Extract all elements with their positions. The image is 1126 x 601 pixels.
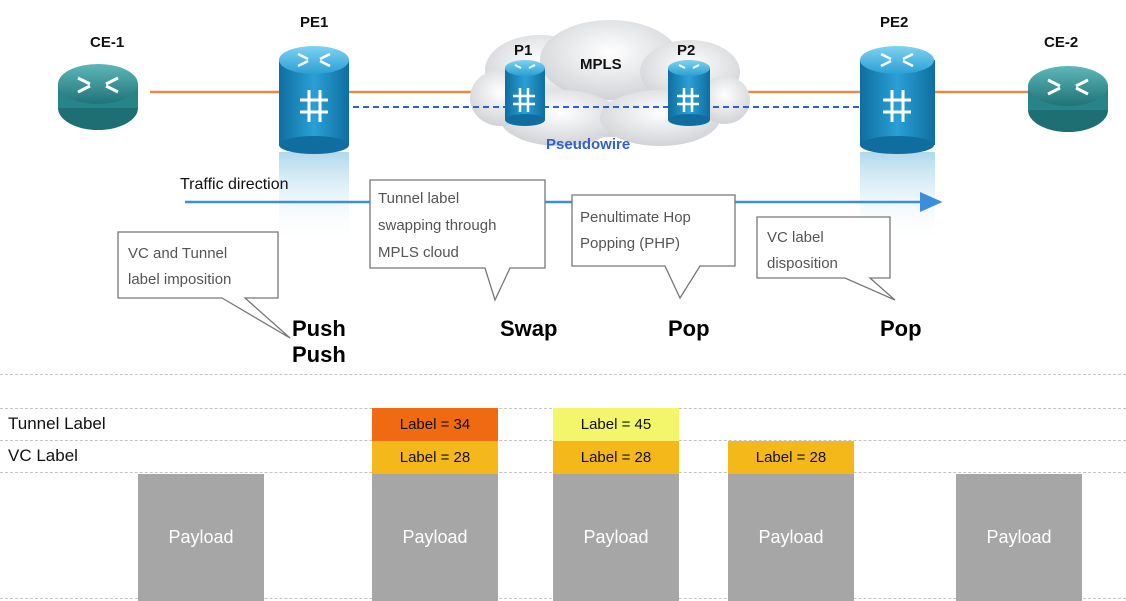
pseudowire-label: Pseudowire	[546, 136, 631, 153]
op-pop-disposition: Pop	[880, 316, 922, 341]
pe1-router-icon	[279, 46, 349, 244]
vc-label-row-title: VC Label	[8, 446, 78, 465]
ce2-label: CE-2	[1044, 34, 1079, 51]
callout-imposition-line2: label imposition	[128, 271, 231, 288]
payload-block: Payload	[728, 474, 854, 601]
payload-block: Payload	[138, 474, 264, 601]
callout-php-line2: Popping (PHP)	[580, 235, 680, 252]
p2-label: P2	[677, 42, 696, 59]
callout-swapping-line2: swapping through	[378, 217, 496, 234]
tunnel-label-box: Label = 45	[553, 408, 679, 441]
callout-disposition-line1: VC label	[767, 229, 824, 246]
tunnel-label-box: Label = 34	[372, 408, 498, 441]
pe2-router-icon	[860, 46, 935, 244]
p1-router-icon	[505, 60, 545, 126]
traffic-direction-label: Traffic direction	[180, 176, 289, 193]
mpls-label: MPLS	[580, 56, 622, 73]
vc-label-box: Label = 28	[728, 441, 854, 474]
callout-imposition-line1: VC and Tunnel	[128, 245, 227, 262]
separator-line	[0, 374, 1126, 375]
callout-swapping-line1: Tunnel label	[378, 190, 459, 207]
callout-disposition: VC label disposition	[756, 216, 896, 301]
p1-label: P1	[514, 42, 533, 59]
op-pop-php: Pop	[668, 316, 710, 341]
callout-imposition: VC and Tunnel label imposition	[117, 231, 291, 339]
op-swap: Swap	[500, 316, 558, 341]
vc-label-box: Label = 28	[372, 441, 498, 474]
ce1-label: CE-1	[90, 34, 125, 51]
topology-diagram: VC and Tunnel label imposition Tunnel la…	[58, 20, 1108, 339]
callout-php-line1: Penultimate Hop	[580, 209, 691, 226]
op-push-1: Push	[292, 316, 346, 341]
ce1-router-icon	[58, 64, 138, 130]
tunnel-label-row-title: Tunnel Label	[8, 414, 106, 433]
op-push-2: Push	[292, 342, 346, 367]
vc-label-box: Label = 28	[553, 441, 679, 474]
callout-swapping-line3: MPLS cloud	[378, 244, 459, 261]
p2-router-icon	[668, 60, 710, 126]
callout-swapping: Tunnel label swapping through MPLS cloud	[369, 179, 546, 302]
pe2-label: PE2	[880, 14, 909, 31]
payload-block: Payload	[553, 474, 679, 601]
callout-php: Penultimate Hop Popping (PHP)	[571, 194, 736, 300]
payload-block: Payload	[956, 474, 1082, 601]
callout-disposition-line2: disposition	[767, 255, 838, 272]
ce2-router-icon	[1028, 66, 1108, 132]
pe1-label: PE1	[300, 14, 329, 31]
payload-block: Payload	[372, 474, 498, 601]
